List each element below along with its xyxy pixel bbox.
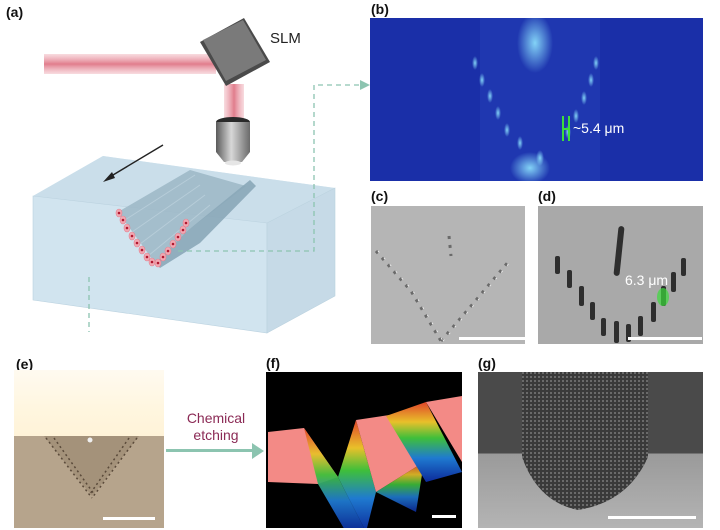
v-groove-structure [118,170,256,268]
laser-beam-vertical [224,84,244,124]
panel-d-sem-image: 6.3 μm [538,206,703,344]
chemical-etching-line2: etching [193,427,239,443]
panel-b-label: (b) [371,1,389,17]
panel-g-sem-image [478,372,703,528]
process-arrow-line [166,449,254,452]
slm-mirror-icon [200,18,270,86]
panel-e-optical-image [14,436,164,528]
chemical-etching-label: Chemical etching [166,410,266,444]
dashed-connector-to-b [178,84,360,252]
panel-f-3d-profile [266,372,462,528]
measurement-label-d: 6.3 μm [625,272,669,288]
connector-arrowhead-icon [360,80,370,90]
panel-a-schematic [0,0,370,345]
panel-e-top-region [14,370,164,436]
measurement-label-b: ~5.4 μm [573,120,625,136]
panel-b-intensity-image: ~5.4 μm [370,18,703,181]
scale-bar-e [103,517,155,520]
panel-c-label: (c) [371,188,389,204]
panel-g-label: (g) [478,355,496,371]
scale-bar-c [459,337,525,340]
panel-d-label: (d) [538,188,556,204]
process-arrow-head-icon [252,443,264,459]
panel-a-label: (a) [6,4,24,20]
scale-bar-d [628,337,702,340]
laser-beam-horizontal [44,54,216,74]
scale-bar-g [608,516,696,519]
measurement-marker-d [657,288,669,306]
slm-label: SLM [270,30,301,47]
scale-bar-f [432,515,456,518]
panel-c-sem-image [371,206,525,344]
measurement-marker-b-bar [562,128,570,130]
panel-f-label: (f) [266,355,280,371]
objective-lens-icon [216,117,250,166]
scan-direction-arrow-icon [103,144,164,182]
chemical-etching-line1: Chemical [186,410,246,426]
panel-e-label: (e) [16,356,34,372]
